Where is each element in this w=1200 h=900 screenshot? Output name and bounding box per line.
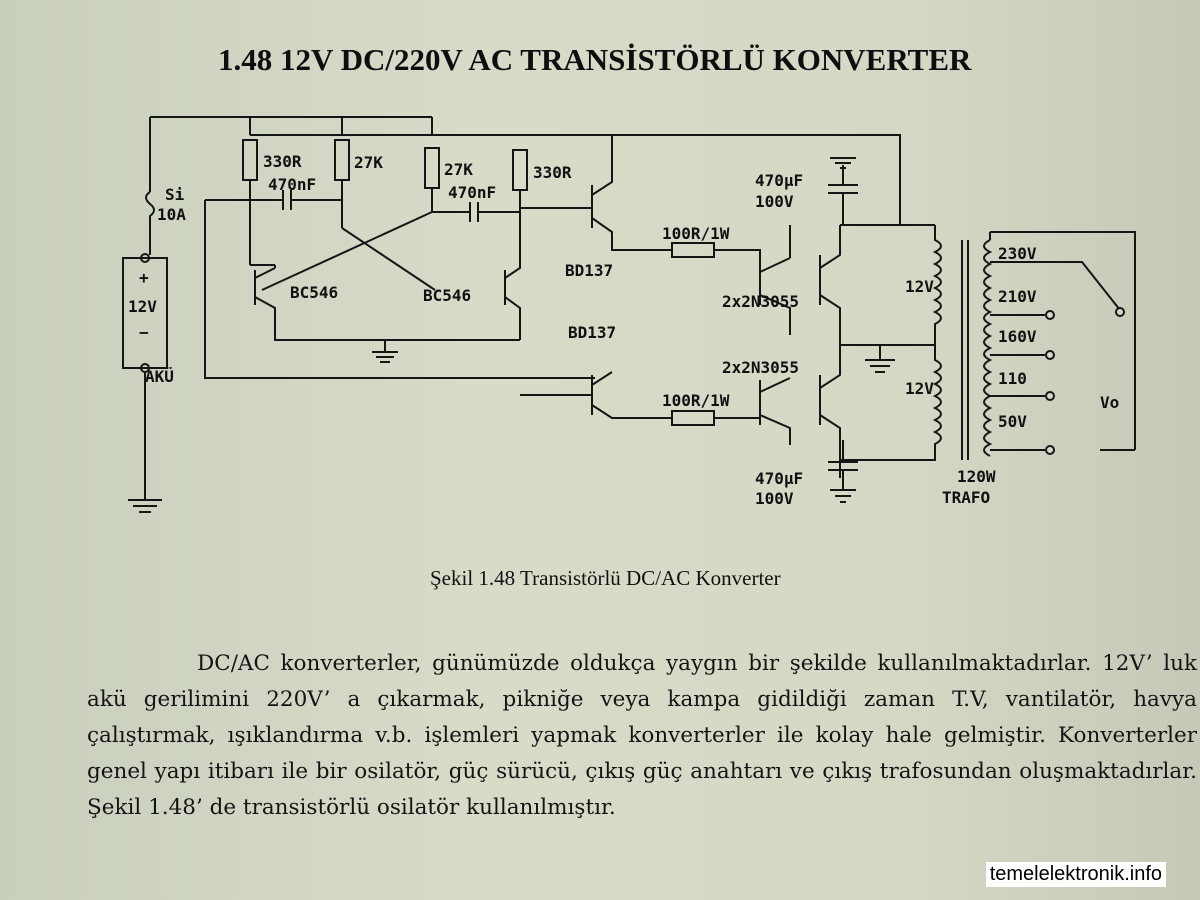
label-r3: 27K <box>444 160 473 179</box>
primary-winding-bottom <box>840 345 942 461</box>
capacitor-c4 <box>828 440 858 503</box>
label-c4-val: 470µF <box>755 469 803 488</box>
transistor-q6 <box>759 377 791 445</box>
resistor-r4 <box>512 149 528 191</box>
resistor-r2 <box>334 139 350 181</box>
label-q2: BC546 <box>423 286 471 305</box>
label-primary-top: 12V <box>905 277 934 296</box>
capacitor-c3 <box>828 165 858 225</box>
label-c1: 470nF <box>268 175 316 194</box>
label-tap-50: 50V <box>998 412 1027 431</box>
label-battery-plus: + <box>139 268 149 287</box>
selector-switch <box>990 261 1121 311</box>
label-primary-bottom: 12V <box>905 379 934 398</box>
resistor-r6 <box>671 410 715 426</box>
transistor-q2 <box>504 240 521 340</box>
label-q1: BC546 <box>290 283 338 302</box>
body-paragraph: DC/AC konverterler, günümüzde oldukça ya… <box>87 651 1197 820</box>
label-r2: 27K <box>354 153 383 172</box>
label-r5: 100R/1W <box>662 224 730 243</box>
label-tap-110: 110 <box>998 369 1027 388</box>
label-fuse-ref: Si <box>165 185 185 204</box>
fuse-symbol <box>145 191 155 255</box>
capacitor-c2 <box>432 202 520 222</box>
label-battery: AKÜ <box>145 367 174 386</box>
label-c3-volt: 100V <box>755 192 794 211</box>
label-tap-230: 230V <box>998 244 1037 263</box>
figure-caption: Şekil 1.48 Transistörlü DC/AC Konverter <box>430 566 781 590</box>
label-q6: 2x2N3055 <box>722 358 799 377</box>
label-c4-volt: 100V <box>755 489 794 508</box>
label-r4: 330R <box>533 163 572 182</box>
label-r1: 330R <box>263 152 302 171</box>
secondary-winding <box>983 239 993 457</box>
battery-symbol <box>122 257 168 369</box>
transistor-q1 <box>250 264 520 341</box>
label-output: Vo <box>1100 393 1119 412</box>
transistor-q4 <box>591 371 672 419</box>
resistor-r3 <box>424 147 440 189</box>
label-battery-minus: − <box>139 323 149 342</box>
label-q3: BD137 <box>565 261 613 280</box>
label-battery-volt: 12V <box>128 297 157 316</box>
transistor-q3 <box>591 135 672 251</box>
label-tap-160: 160V <box>998 327 1037 346</box>
label-trafo: TRAFO <box>942 488 990 507</box>
circuit-schematic: 330R 470nF 27K 27K 470nF 330R Si 10A + 1… <box>122 116 1136 513</box>
watermark: temelelektronik.info <box>985 862 1166 887</box>
label-c2: 470nF <box>448 183 496 202</box>
body-paragraph-container: DC/AC konverterler, günümüzde oldukça ya… <box>87 646 1197 826</box>
primary-winding-top <box>840 224 942 346</box>
page-title: 1.48 12V DC/220V AC TRANSİSTÖRLÜ KONVERT… <box>218 42 972 77</box>
capacitor-c1 <box>250 190 342 210</box>
label-q5: 2x2N3055 <box>722 292 799 311</box>
label-c3-val: 470µF <box>755 171 803 190</box>
transistor-q5b <box>819 225 880 346</box>
label-trafo-power: 120W <box>957 467 996 486</box>
ground-symbol <box>128 372 162 513</box>
label-fuse-val: 10A <box>157 205 186 224</box>
resistor-r1 <box>242 139 258 181</box>
label-r6: 100R/1W <box>662 391 730 410</box>
transistor-q5 <box>759 225 791 335</box>
label-tap-210: 210V <box>998 287 1037 306</box>
resistor-r5 <box>671 242 715 258</box>
transistor-q6b <box>819 345 841 478</box>
label-q4: BD137 <box>568 323 616 342</box>
transformer-core <box>961 240 969 460</box>
